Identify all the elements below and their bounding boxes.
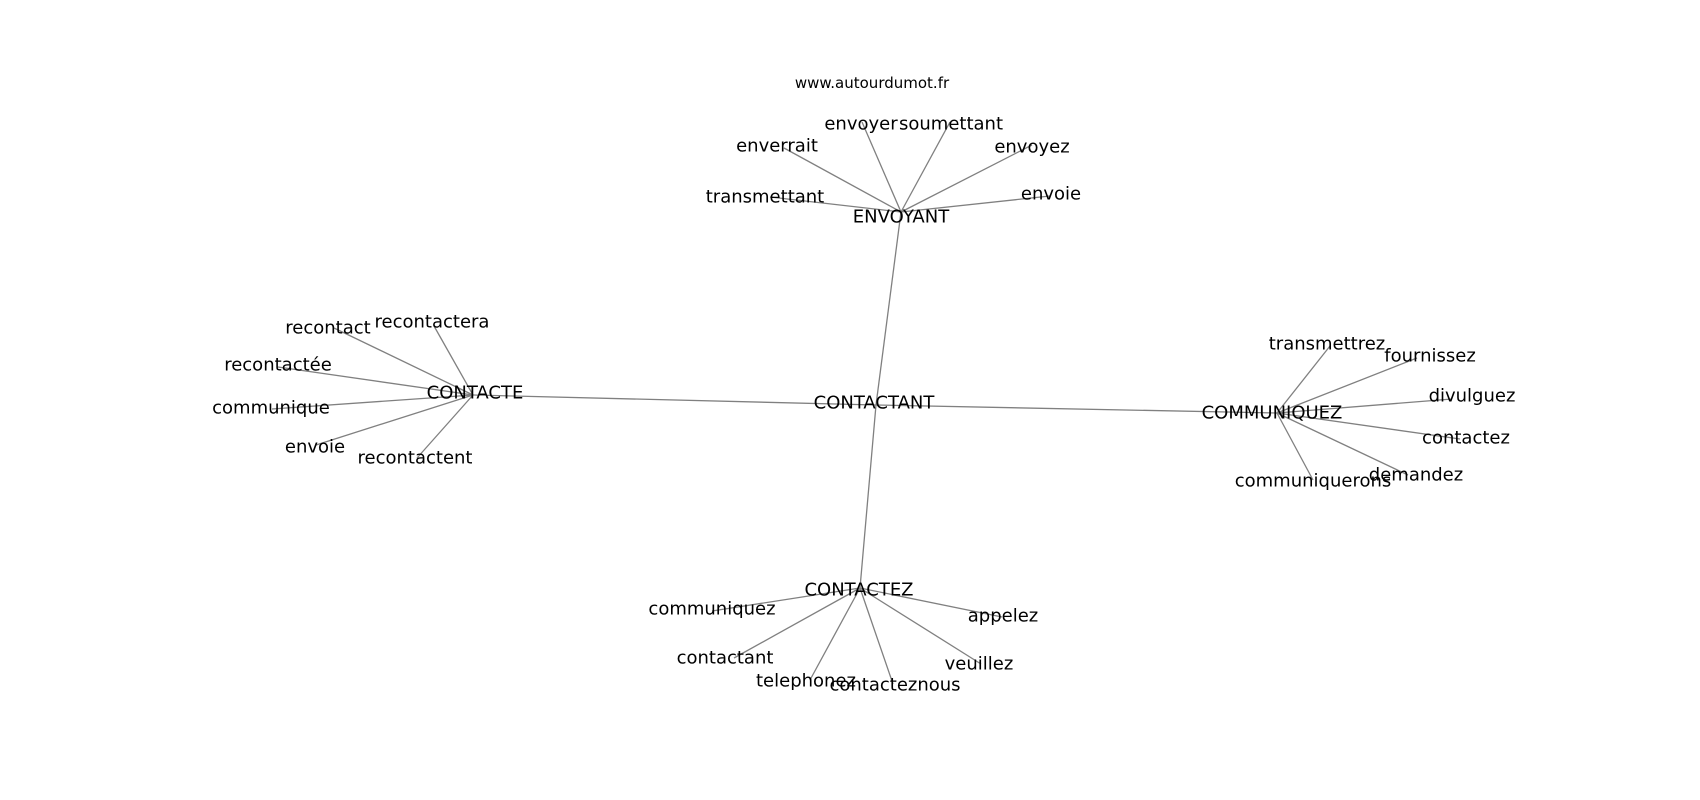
edge-center-to-hub-0 (875, 211, 902, 406)
leaf-node-transmettant: transmettant (706, 187, 825, 208)
leaf-node-envoyez: envoyez (994, 137, 1069, 158)
edge-hub-3-leaf-4 (809, 587, 861, 681)
leaf-node-recontactent: recontactent (358, 448, 473, 469)
center-node: CONTACTANT (814, 393, 936, 414)
watermark: www.autourdumot.fr (795, 74, 950, 92)
leaf-node-contactant: contactant (677, 648, 774, 669)
leaf-node-enverrait: enverrait (736, 136, 818, 157)
leaf-node-recontactera: recontactera (375, 312, 490, 333)
leaf-node-envoyer: envoyer (824, 114, 898, 135)
leaf-node-transmettrez: transmettrez (1269, 334, 1386, 355)
hub-node-envoyant: ENVOYANT (853, 207, 950, 228)
leaf-node-fournissez: fournissez (1384, 346, 1476, 367)
leaf-node-communiquez: communiquez (648, 599, 775, 620)
edge-hub-1-leaf-1 (433, 325, 474, 396)
edge-hub-0-leaf-5 (900, 195, 1051, 213)
edge-hub-1-leaf-3 (271, 394, 474, 410)
hub-node-communiquez: COMMUNIQUEZ (1202, 403, 1343, 424)
leaf-node-contactez: contactez (1422, 428, 1510, 449)
leaf-node-telephonez: telephonez (756, 671, 856, 692)
edge-hub-0-leaf-3 (900, 144, 1033, 213)
leaf-node-envoie: envoie (1021, 184, 1081, 205)
leaf-node-recontactee: recontactée (224, 355, 332, 376)
leaf-node-soumettant: soumettant (899, 114, 1003, 135)
edge-hub-0-leaf-2 (783, 147, 902, 213)
leaf-node-recontact: recontact (285, 318, 370, 339)
edge-center-to-hub-3 (859, 404, 877, 589)
leaf-node-communiquerons: communiquerons (1235, 471, 1392, 492)
edge-hub-1-leaf-5 (416, 394, 474, 459)
edge-hub-3-leaf-1 (859, 587, 1003, 618)
edge-hub-1-leaf-4 (315, 394, 474, 446)
edge-hub-3-leaf-3 (859, 587, 982, 665)
edge-hub-0-leaf-4 (769, 196, 902, 213)
labels-layer: www.autourdumot.fr CONTACTANT ENVOYANT e… (212, 74, 1515, 696)
edges-layer (271, 121, 1461, 685)
edge-hub-1-leaf-2 (277, 366, 474, 396)
edge-hub-3-leaf-0 (711, 587, 861, 612)
edge-hub-2-leaf-1 (1276, 357, 1418, 414)
leaf-node-communique: communique (212, 398, 330, 419)
edge-hub-3-leaf-2 (733, 587, 861, 659)
edge-hub-1-leaf-0 (333, 327, 474, 396)
hub-node-contactez: CONTACTEZ (804, 580, 913, 601)
edge-center-to-hub-2 (875, 404, 1278, 414)
edge-hub-2-leaf-3 (1276, 412, 1461, 440)
leaf-node-contacteznous: contacteznous (829, 675, 960, 696)
edge-hub-2-leaf-0 (1276, 345, 1331, 414)
leaf-node-veuillez: veuillez (945, 654, 1014, 675)
leaf-node-envoie-2: envoie (285, 437, 345, 458)
hub-node-contacte: CONTACTE (427, 383, 524, 404)
edge-hub-0-leaf-1 (900, 121, 951, 213)
edge-hub-2-leaf-2 (1276, 398, 1453, 414)
edge-center-to-hub-1 (472, 394, 877, 406)
leaf-node-divulguez: divulguez (1429, 386, 1516, 407)
edge-hub-2-leaf-4 (1276, 412, 1409, 476)
edge-hub-2-leaf-5 (1276, 412, 1314, 481)
leaf-node-appelez: appelez (968, 606, 1038, 627)
edge-hub-3-leaf-5 (859, 587, 894, 685)
leaf-node-demandez: demandez (1369, 465, 1463, 486)
edge-hub-0-leaf-0 (861, 121, 902, 213)
